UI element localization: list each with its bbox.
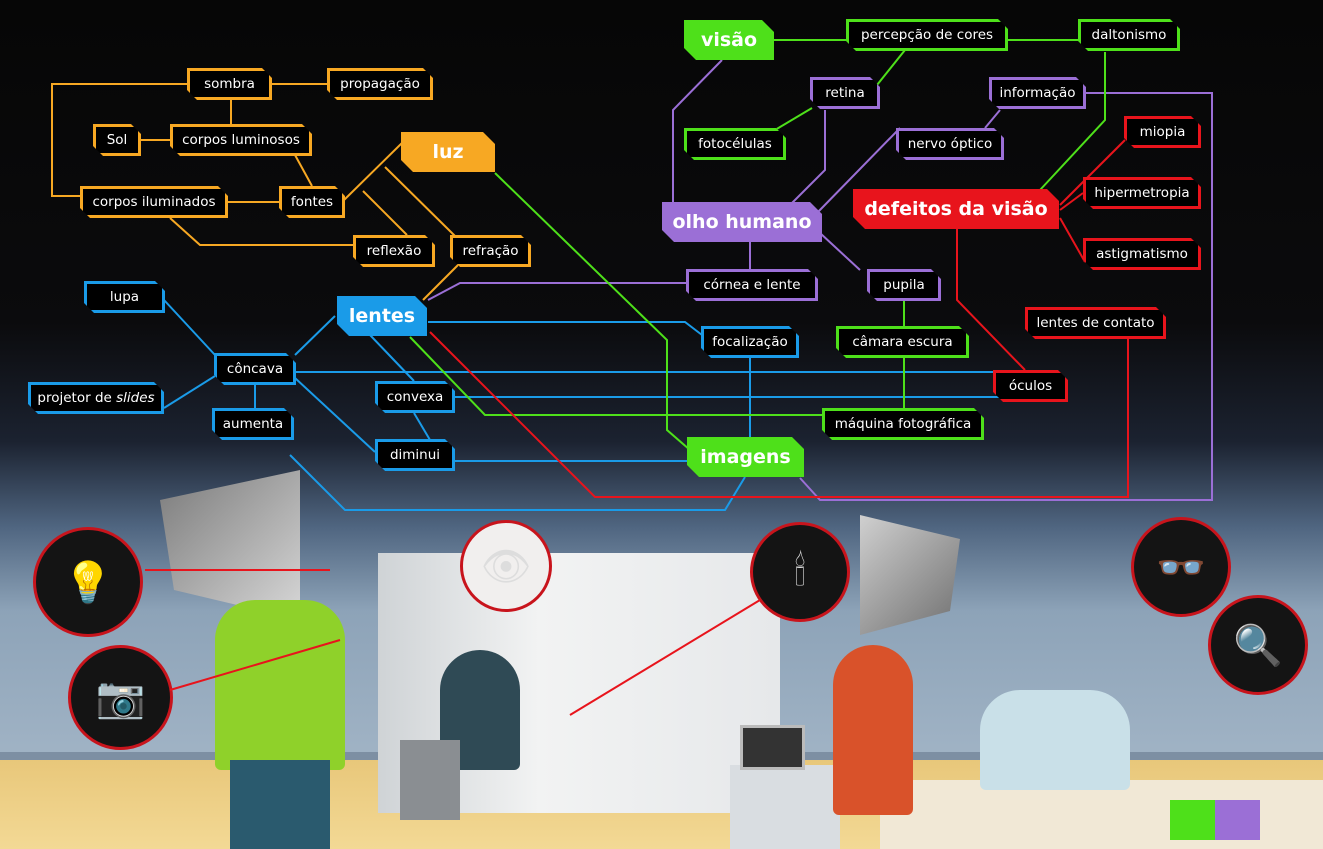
glasses-icon: 👓 xyxy=(1131,517,1231,617)
main-node-visao: visão xyxy=(684,20,774,60)
node-corpos-luminosos: corpos luminosos xyxy=(170,124,312,156)
node-label: lentes de contato xyxy=(1036,315,1155,331)
node-label: pupila xyxy=(883,277,925,293)
main-node-defeitos-da-visao: defeitos da visão xyxy=(853,189,1059,229)
node-nervo-optico: nervo óptico xyxy=(896,128,1004,160)
node-convexa: convexa xyxy=(375,381,455,413)
node-projetor-de-slides: projetor de slides xyxy=(28,382,164,414)
node-label: refração xyxy=(462,243,519,259)
eye-icon: 👁 xyxy=(460,520,552,612)
node-label: propagação xyxy=(340,76,420,92)
node-label: sombra xyxy=(204,76,255,92)
node-label: lupa xyxy=(109,289,140,305)
main-node-luz: luz xyxy=(401,132,495,172)
node-label: olho humano xyxy=(672,211,812,233)
node-concava: côncava xyxy=(214,353,296,385)
node-camara-escura: câmara escura xyxy=(836,326,969,358)
node-label: fotocélulas xyxy=(698,136,772,152)
node-label: fontes xyxy=(290,194,334,210)
node-label: reflexão xyxy=(366,243,422,259)
node-label: defeitos da visão xyxy=(864,198,1048,220)
observer xyxy=(833,645,913,815)
node-label: convexa xyxy=(386,389,444,405)
node-lentes-de-contato: lentes de contato xyxy=(1025,307,1166,339)
node-label: miopia xyxy=(1139,124,1186,140)
main-node-lentes: lentes xyxy=(337,296,427,336)
node-focalizacao: focalização xyxy=(701,326,799,358)
camera-icon: 📷 xyxy=(68,645,173,750)
node-label: máquina fotográfica xyxy=(834,416,972,432)
model-seat xyxy=(400,740,460,820)
node-label: focalização xyxy=(712,334,788,350)
node-aumenta: aumenta xyxy=(212,408,294,440)
node-label: imagens xyxy=(700,446,791,468)
node-label: percepção de cores xyxy=(860,27,994,43)
node-label: câmara escura xyxy=(852,334,953,350)
node-label: hipermetropia xyxy=(1094,185,1190,201)
light-bulb-icon: 💡 xyxy=(33,527,143,637)
node-fotocelulas: fotocélulas xyxy=(684,128,786,160)
node-diminui: diminui xyxy=(375,439,455,471)
node-pupila: pupila xyxy=(867,269,941,301)
node-sol: Sol xyxy=(93,124,141,156)
node-label: astigmatismo xyxy=(1096,246,1188,262)
node-label: informação xyxy=(999,85,1076,101)
node-sombra: sombra xyxy=(187,68,272,100)
node-miopia: miopia xyxy=(1124,116,1201,148)
color-cards xyxy=(1170,800,1260,840)
node-corpos-iluminados: corpos iluminados xyxy=(80,186,228,218)
node-refracao: refração xyxy=(450,235,531,267)
node-reflexao: reflexão xyxy=(353,235,435,267)
node-label: nervo óptico xyxy=(907,136,993,152)
node-label: córnea e lente xyxy=(703,277,801,293)
photographer-legs xyxy=(230,760,330,849)
node-label: lentes xyxy=(348,305,416,327)
node-label: luz xyxy=(432,141,464,163)
node-label: diminui xyxy=(389,447,441,463)
node-hipermetropia: hipermetropia xyxy=(1083,177,1201,209)
node-label: corpos iluminados xyxy=(92,194,216,210)
cabinet xyxy=(730,765,840,849)
magnifier-icon: 🔍 xyxy=(1208,595,1308,695)
main-node-imagens: imagens xyxy=(687,437,804,477)
laptop xyxy=(740,725,805,770)
node-percepcao-de-cores: percepção de cores xyxy=(846,19,1008,51)
node-oculos: óculos xyxy=(993,370,1068,402)
node-label: côncava xyxy=(226,361,284,377)
photographer xyxy=(215,600,345,770)
node-label: óculos xyxy=(1008,378,1053,394)
node-label: Sol xyxy=(106,132,128,148)
node-label: aumenta xyxy=(222,416,284,432)
node-fontes: fontes xyxy=(279,186,345,218)
candle-icon: 🕯 xyxy=(750,522,850,622)
node-maquina-fotografica: máquina fotográfica xyxy=(822,408,984,440)
node-astigmatismo: astigmatismo xyxy=(1083,238,1201,270)
node-daltonismo: daltonismo xyxy=(1078,19,1180,51)
node-informacao: informação xyxy=(989,77,1086,109)
node-label-italic: slides xyxy=(116,390,155,406)
node-retina: retina xyxy=(810,77,880,109)
node-label: daltonismo xyxy=(1091,27,1167,43)
node-label: visão xyxy=(700,29,758,51)
node-lupa: lupa xyxy=(84,281,165,313)
node-label: projetor de xyxy=(37,390,112,406)
node-label: retina xyxy=(825,85,865,101)
node-propagacao: propagação xyxy=(327,68,433,100)
node-cornea-e-lente: córnea e lente xyxy=(686,269,818,301)
node-label: corpos luminosos xyxy=(182,132,300,148)
main-node-olho-humano: olho humano xyxy=(662,202,822,242)
girl-reading xyxy=(980,690,1130,790)
